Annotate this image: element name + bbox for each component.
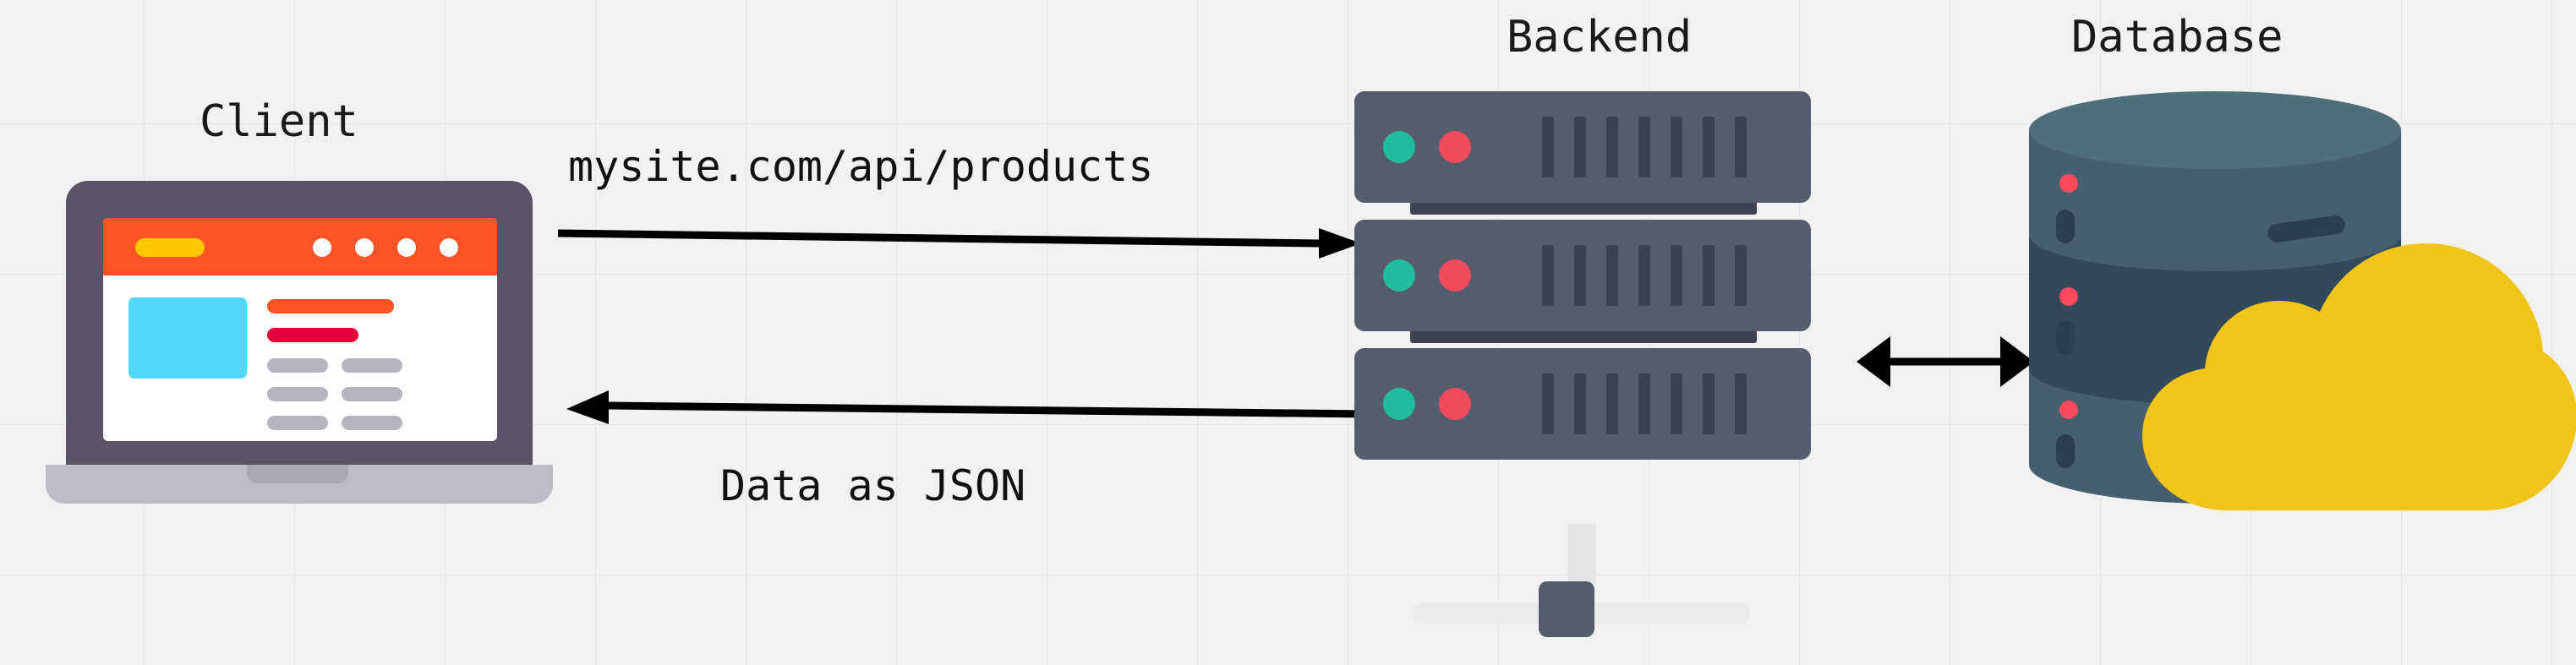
- db-slot-2: [2056, 321, 2075, 355]
- content-bar-row3-right: [342, 416, 402, 430]
- arrow-right-icon: [557, 228, 1361, 259]
- rack2-vent-2: [1574, 245, 1586, 306]
- rack2-vent-1: [1542, 245, 1554, 306]
- rack2-vent-4: [1638, 245, 1650, 306]
- browser-address-pill: [135, 238, 205, 257]
- db-band1-cap: [2029, 199, 2401, 271]
- rack2-vent-6: [1703, 245, 1715, 306]
- rack3-vent-5: [1671, 373, 1682, 434]
- server-rack-unit-1: [1354, 91, 1811, 203]
- server-rack-unit-3: [1354, 348, 1811, 460]
- backend-label: Backend: [1507, 12, 1693, 63]
- rack1-vent-2: [1574, 117, 1586, 177]
- rack1-vent-4: [1638, 117, 1650, 177]
- rack3-vent-3: [1606, 373, 1618, 434]
- browser-dot-4: [440, 238, 458, 257]
- db-slot-3: [2056, 434, 2075, 468]
- client-label: Client: [200, 96, 358, 147]
- response-edge-label: Data as JSON: [720, 461, 1026, 510]
- browser-dot-1: [313, 238, 331, 257]
- rack3-vent-7: [1735, 373, 1747, 434]
- rack2-led-red: [1439, 259, 1471, 292]
- cloud-icon: [2142, 243, 2576, 510]
- browser-toolbar: [103, 218, 497, 275]
- rack3-led-teal: [1383, 388, 1415, 420]
- browser-content: [103, 275, 497, 441]
- rack1-vent-3: [1606, 117, 1618, 177]
- server-stand-foot: [1539, 581, 1594, 637]
- request-edge-label: mysite.com/api/products: [568, 142, 1154, 191]
- content-bar-row3-left: [267, 416, 328, 430]
- laptop-trackpad-notch: [247, 465, 348, 483]
- rack3-vent-4: [1638, 373, 1650, 434]
- rack1-vent-1: [1542, 117, 1554, 177]
- rack1-shadow: [1410, 203, 1757, 215]
- rack1-vent-6: [1703, 117, 1715, 177]
- rack3-vent-1: [1542, 373, 1554, 434]
- rack2-vent-7: [1735, 245, 1747, 306]
- rack2-shadow: [1410, 331, 1757, 343]
- database-label: Database: [2071, 12, 2283, 63]
- laptop-screen: [103, 218, 497, 441]
- content-bar-headline: [267, 299, 394, 313]
- rack1-vent-5: [1671, 117, 1682, 177]
- rack1-led-teal: [1383, 131, 1415, 163]
- server-rack-icon: [1354, 91, 1828, 637]
- db-led-1: [2059, 174, 2078, 193]
- server-stand-stem: [1567, 524, 1596, 585]
- db-led-2: [2059, 287, 2078, 306]
- content-bar-row2-right: [342, 387, 402, 401]
- content-bar-row2-left: [267, 387, 328, 401]
- rack1-vent-7: [1735, 117, 1747, 177]
- database-cylinder-icon: [2029, 91, 2576, 632]
- arrow-double-icon: [1857, 336, 2034, 387]
- rack3-vent-2: [1574, 373, 1586, 434]
- laptop-icon: [46, 181, 553, 536]
- content-image-placeholder: [129, 297, 247, 379]
- db-led-3: [2059, 401, 2078, 419]
- content-bar-row1-right: [342, 358, 402, 373]
- rack2-led-teal: [1383, 259, 1415, 292]
- content-bar-row1-left: [267, 358, 328, 373]
- content-bar-subline: [267, 328, 358, 342]
- rack3-vent-6: [1703, 373, 1715, 434]
- rack3-led-red: [1439, 388, 1471, 420]
- rack2-vent-5: [1671, 245, 1682, 306]
- rack1-led-red: [1439, 131, 1471, 163]
- server-rack-unit-2: [1354, 220, 1811, 331]
- db-top-cap: [2029, 91, 2401, 169]
- browser-dot-3: [397, 238, 416, 257]
- db-slot-1: [2056, 210, 2075, 243]
- arrow-left-icon: [566, 390, 1370, 424]
- browser-dot-2: [355, 238, 374, 257]
- rack2-vent-3: [1606, 245, 1618, 306]
